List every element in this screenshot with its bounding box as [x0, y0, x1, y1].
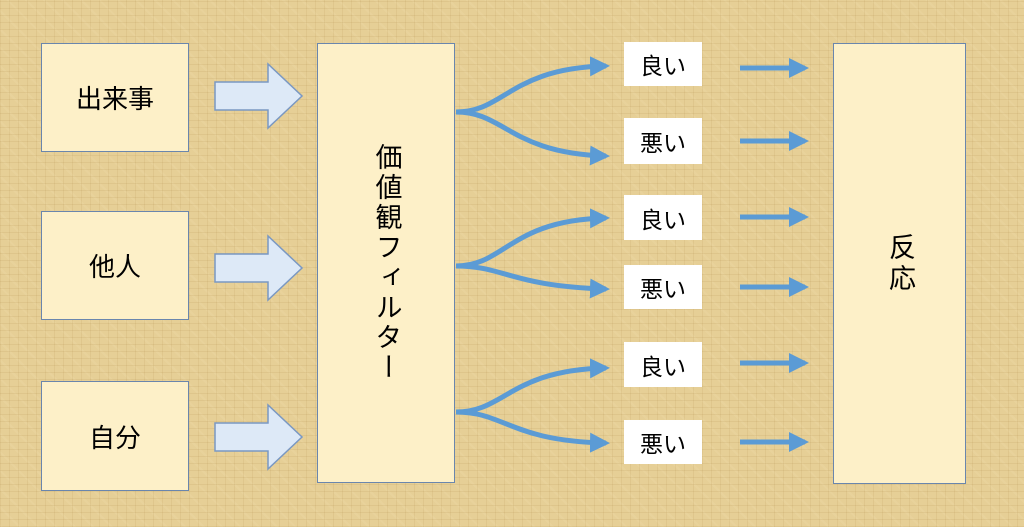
outcome-good-3: 良い: [624, 342, 702, 387]
outcome-good-1: 良い: [624, 42, 702, 86]
input-box-self: 自分: [41, 381, 189, 491]
branch-bad-3: [455, 409, 610, 453]
branch-bad-1: [455, 109, 610, 166]
block-arrow-event: [214, 62, 304, 130]
value-filter-label: 価値観フィルター: [370, 143, 402, 383]
block-arrow-others: [214, 234, 304, 302]
outcome-bad-2-label: 悪い: [640, 277, 686, 303]
input-box-others: 他人: [41, 211, 189, 320]
outcome-good-2-label: 良い: [640, 207, 686, 234]
branch-good-1: [455, 56, 610, 115]
outcome-bad-3: 悪い: [624, 420, 702, 464]
outcome-bad-1: 悪い: [624, 118, 702, 164]
outcome-bad-3-label: 悪い: [640, 432, 686, 458]
value-filter-box: 価値観フィルター: [317, 43, 455, 483]
input-label-self: 自分: [88, 423, 141, 454]
outcome-bad-2: 悪い: [624, 265, 702, 309]
branch-bad-2: [455, 263, 610, 299]
input-box-event: 出来事: [41, 43, 189, 152]
outcome-good-3-label: 良い: [640, 354, 686, 381]
reaction-box: 反応: [833, 43, 966, 484]
outcome-bad-1-label: 悪い: [640, 131, 686, 157]
outcome-good-2: 良い: [624, 195, 702, 240]
branch-good-2: [455, 208, 610, 269]
block-arrow-self: [214, 403, 304, 471]
input-label-others: 他人: [88, 253, 141, 283]
input-label-event: 出来事: [75, 85, 154, 115]
outcome-good-1-label: 良い: [640, 54, 686, 80]
branch-good-3: [455, 358, 610, 415]
reaction-label: 反応: [884, 232, 915, 295]
